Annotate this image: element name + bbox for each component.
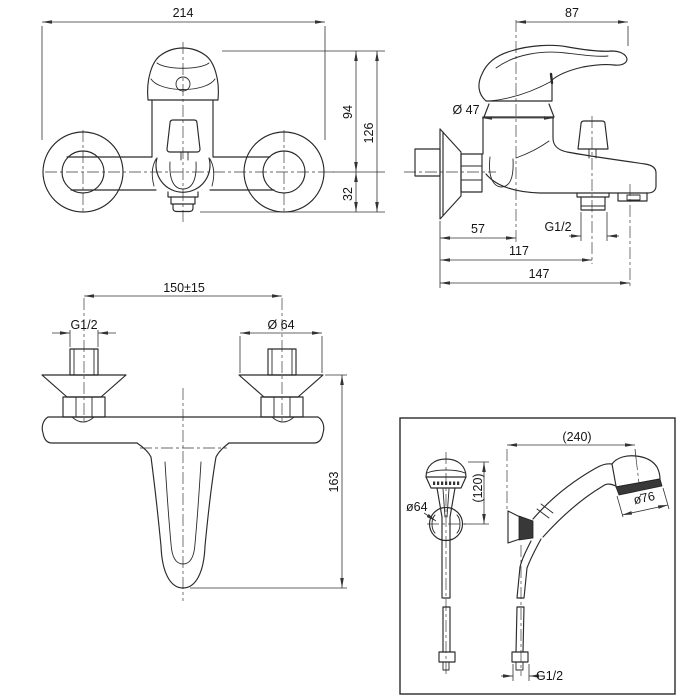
escutcheon-top-right xyxy=(238,374,324,398)
dim-wall-to-outlet: 117 xyxy=(509,244,529,258)
shower-handle-front xyxy=(436,487,456,518)
dim-wall-to-lever-tip: 163 xyxy=(327,472,341,493)
spray-face-band xyxy=(615,478,663,496)
body-top xyxy=(41,416,325,444)
dim-lever-reach: 87 xyxy=(565,6,579,20)
body-and-spout-arm xyxy=(482,116,657,194)
panel-border xyxy=(399,417,676,695)
bracket-knurl xyxy=(518,515,534,541)
dim-head-diameter: ø76 xyxy=(632,489,656,507)
dim-hose-reach: (240) xyxy=(562,430,591,444)
union-boss-right xyxy=(262,150,306,194)
spray-nozzles xyxy=(433,481,460,485)
mixer-side-outline xyxy=(414,44,657,220)
front-view: 214 94 32 126 xyxy=(41,6,385,224)
shower-centerlines xyxy=(427,449,642,676)
mixer-front-outline xyxy=(42,47,325,213)
cartridge-neck xyxy=(151,99,214,158)
shower-hose-side-lower xyxy=(515,606,525,653)
hand-shower-side xyxy=(507,455,663,671)
dim-center-to-bottom: 32 xyxy=(341,187,355,201)
label-inlet-thread: G1/2 xyxy=(70,318,97,332)
diverter-knob-front xyxy=(166,119,201,153)
spout-mouth xyxy=(617,192,648,202)
shower-dimensions xyxy=(423,443,670,681)
wall-bracket-front xyxy=(428,506,464,542)
hex-nut-side xyxy=(460,153,483,193)
shower-hose-front-upper xyxy=(441,516,451,599)
shower-hose-front-lower xyxy=(442,606,451,653)
cartridge-ring-side xyxy=(483,100,555,118)
wall-bracket-side xyxy=(507,510,521,544)
side-view-dimensions xyxy=(439,20,630,288)
dim-inlet-spacing: 150±15 xyxy=(163,281,205,295)
lever-top xyxy=(136,442,230,589)
wall-flange-left xyxy=(42,131,124,213)
front-view-centerlines xyxy=(45,42,334,224)
aerator xyxy=(167,191,199,213)
dim-overall-height: 126 xyxy=(362,123,376,144)
dim-escutcheon-diameter: Ø 64 xyxy=(267,318,294,332)
union-boss-left xyxy=(61,150,105,194)
dim-bracket-diameter: ø64 xyxy=(406,500,428,514)
dim-overall-width: 214 xyxy=(173,6,194,20)
front-view-dimensions xyxy=(41,20,385,213)
gooseneck-arm xyxy=(532,463,617,538)
lever-handle-front xyxy=(147,47,219,101)
dim-top-to-center: 94 xyxy=(341,105,355,119)
handle-indicator-button xyxy=(175,76,191,92)
top-view: 150±15 G1/2 Ø 64 163 xyxy=(41,281,347,601)
side-view: 87 Ø 47 57 117 147 G1/2 xyxy=(404,6,657,288)
hose-nut-front xyxy=(438,651,456,663)
shower-hose-side-upper xyxy=(516,538,542,599)
dim-wall-to-axis: 57 xyxy=(471,222,485,236)
spout-escutcheon xyxy=(155,157,211,193)
body-bar xyxy=(66,156,275,191)
shower-head-front xyxy=(425,458,467,478)
hand-shower-panel: (120) ø64 (240) ø76 G1/2 xyxy=(399,417,676,695)
hand-shower-front xyxy=(425,458,467,671)
lever-handle-side xyxy=(478,44,628,102)
top-view-centerlines xyxy=(83,298,283,601)
diverter-knob-side xyxy=(577,120,609,150)
shower-outlet-down xyxy=(576,192,610,211)
label-outlet-thread: G1/2 xyxy=(544,220,571,234)
escutcheon-side xyxy=(439,128,462,220)
dim-body-diameter: Ø 47 xyxy=(452,103,479,117)
hose-nut-side xyxy=(511,651,529,663)
label-hose-thread: G1/2 xyxy=(536,669,563,683)
top-view-dimensions xyxy=(52,294,347,589)
mixer-top-outline xyxy=(41,348,325,589)
dim-wall-to-spout-end: 147 xyxy=(529,267,550,281)
dim-head-to-bracket: (120) xyxy=(471,473,485,502)
shower-head-side xyxy=(611,455,661,488)
